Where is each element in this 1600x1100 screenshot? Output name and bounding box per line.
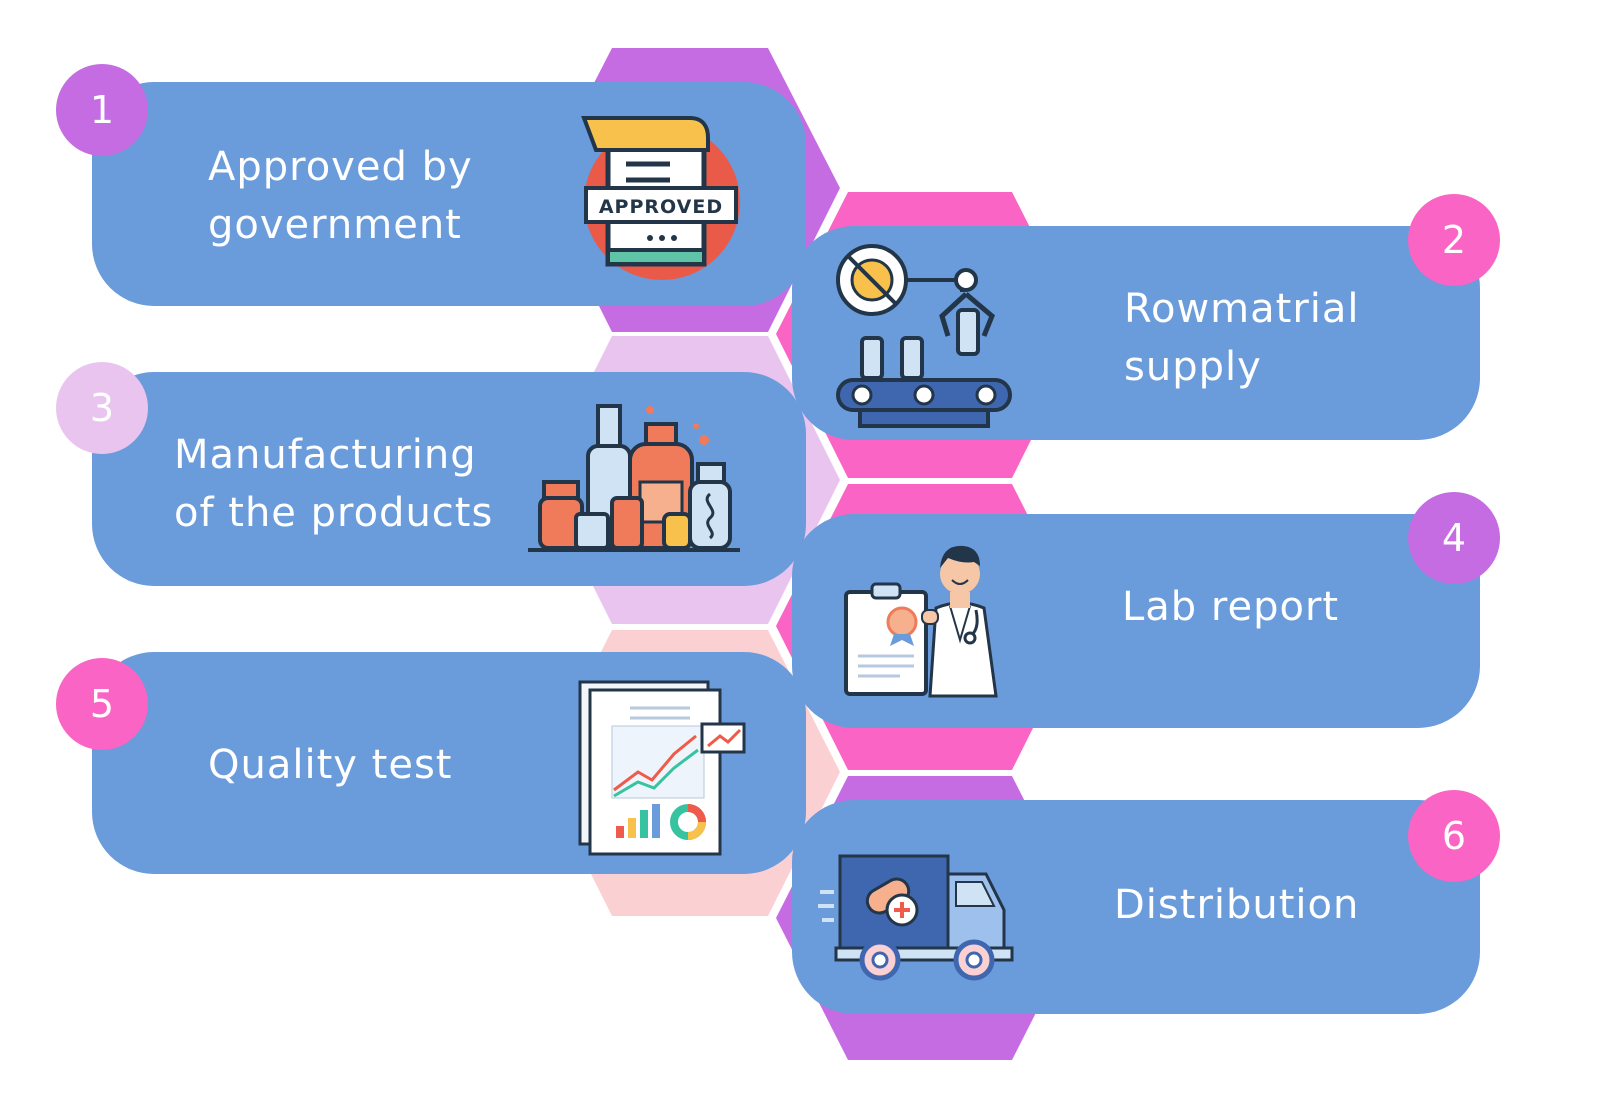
step-5-badge: 5: [56, 658, 148, 750]
delivery-truck-icon: [818, 854, 1014, 981]
approved-document-icon: APPROVED: [581, 116, 740, 280]
step-2-label: Rowmatrial supply: [1124, 286, 1360, 390]
step-4-badge: 4: [1408, 492, 1500, 584]
step-6-label: Distribution: [1114, 882, 1360, 928]
step-1-badge: 1: [56, 64, 148, 156]
step-5-label: Quality test: [208, 742, 453, 788]
step-1-label: Approved by government: [208, 144, 473, 248]
step-3-label: Manufacturing of the products: [174, 432, 494, 536]
step-4-label: Lab report: [1122, 584, 1340, 630]
approved-stamp-text: APPROVED: [599, 196, 723, 218]
medicine-bottles-icon: [528, 404, 740, 552]
factory-conveyor-icon: [836, 244, 1012, 428]
analytics-report-icon: [578, 680, 746, 856]
doctor-report-icon: [844, 545, 998, 698]
step-2-badge: 2: [1408, 194, 1500, 286]
step-6-badge: 6: [1408, 790, 1500, 882]
step-3-badge: 3: [56, 362, 148, 454]
